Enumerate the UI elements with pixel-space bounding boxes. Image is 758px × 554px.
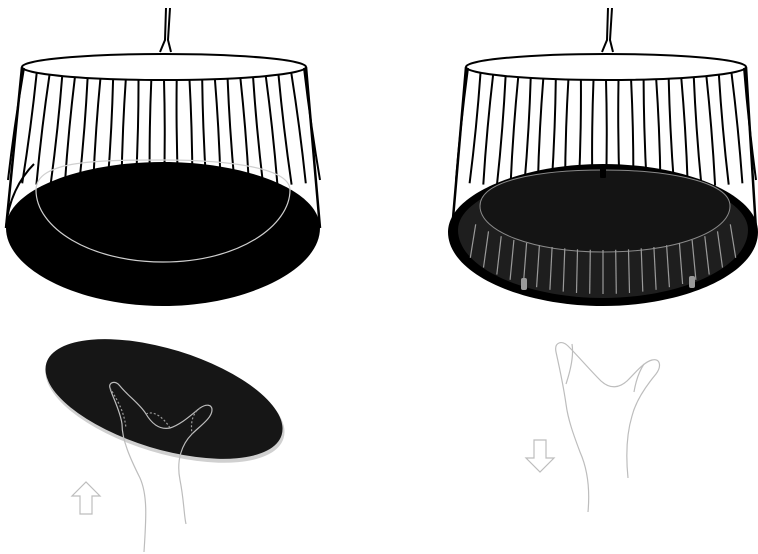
diffuser-disc (32, 315, 299, 487)
suspension-cable-right (602, 8, 613, 52)
shade-pleat (719, 75, 729, 185)
shade-pleat (8, 68, 24, 180)
shade-pleat (706, 76, 715, 185)
shade-pleat (36, 75, 49, 185)
pendant-lamp-shade-open (448, 54, 758, 306)
shade-pleat (732, 73, 743, 183)
shade-pleat (240, 78, 249, 187)
shade-pleat (22, 73, 37, 183)
shade-pleat (669, 79, 675, 187)
shade-pleat (744, 68, 756, 180)
shade-pleat (511, 77, 519, 186)
shade-pleat (253, 77, 263, 186)
shade-pleat (483, 75, 493, 185)
shade-pleat (266, 76, 278, 185)
shade-pleat (304, 68, 320, 180)
suspension-cable-left (160, 8, 171, 52)
shade-pleat (279, 75, 292, 185)
clip-left (521, 278, 527, 290)
shade-pleat (470, 73, 481, 183)
right-panel (448, 8, 758, 512)
shade-pleat (694, 77, 702, 186)
arrow-down-icon (526, 440, 554, 472)
interior-strip (616, 250, 617, 294)
pendant-lamp-shade (6, 54, 320, 306)
shade-pleat (51, 76, 63, 185)
shade-pleat (291, 73, 306, 183)
clip-right (689, 276, 695, 288)
interior-strip (590, 250, 591, 294)
shade-pleat (681, 78, 688, 187)
hand-icon (556, 343, 660, 512)
shade-pleat (65, 77, 75, 186)
arrow-up-icon (72, 482, 100, 514)
shade-pleat (456, 68, 468, 180)
shade-pleat (524, 78, 531, 187)
clip-top (600, 166, 606, 178)
shade-pleat (79, 78, 88, 187)
shade-pleat (497, 76, 506, 185)
left-panel (6, 8, 320, 552)
